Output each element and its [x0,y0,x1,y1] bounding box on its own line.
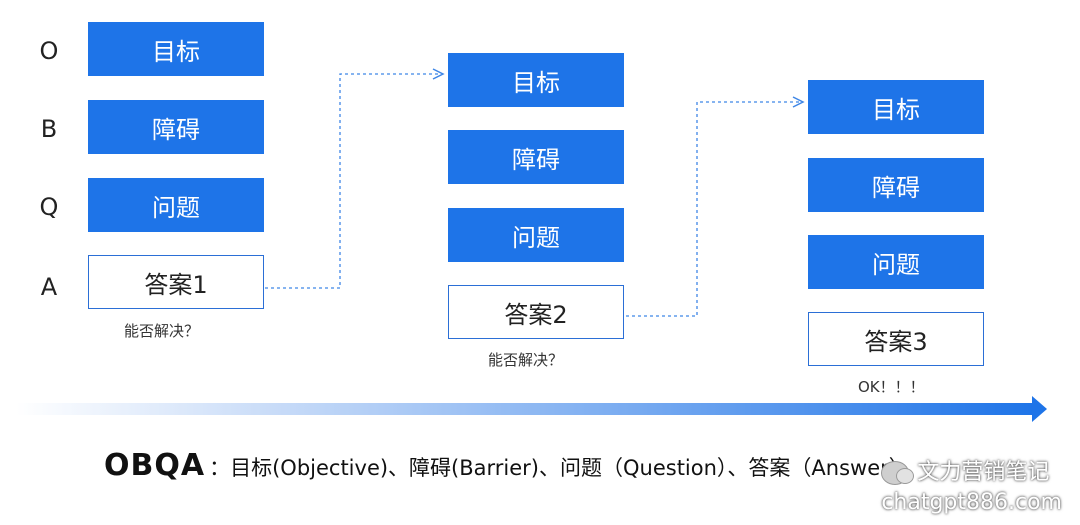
wechat-icon [881,461,915,485]
col3-question-box: 问题 [808,235,984,289]
col3-caption: OK！！！ [858,378,925,396]
timeline-bar [16,403,1034,415]
col1-goal-box: 目标 [88,22,264,76]
col1-caption: 能否解决？ [124,322,200,340]
row-letter-q: Q [39,193,59,221]
footer-caption: OBQA：目标(Objective)、障碍(Barrier)、问题（Questi… [104,448,910,483]
connector-2 [626,101,800,317]
col3-barrier-box: 障碍 [808,158,984,212]
col1-question-box: 问题 [88,178,264,232]
col2-answer-box: 答案2 [448,285,624,339]
timeline-arrowhead [1032,396,1047,422]
col2-question-box: 问题 [448,208,624,262]
col1-answer-box: 答案1 [88,255,264,309]
watermark-line1: 文力营销笔记 [917,460,1050,485]
col2-caption: 能否解决？ [488,351,564,369]
row-letter-o: O [39,37,59,65]
footer-text: ：目标(Objective)、障碍(Barrier)、问题（Question）、… [209,456,910,480]
col1-barrier-box: 障碍 [88,100,264,154]
row-letter-b: B [40,115,58,143]
connector-2-arrowhead [792,96,805,108]
col3-answer-box: 答案3 [808,312,984,366]
col2-barrier-box: 障碍 [448,130,624,184]
watermark-line2: chatgpt886.com [881,490,1062,515]
footer-acronym: OBQA [104,448,206,483]
connector-1-arrowhead [432,68,445,80]
connector-1 [265,73,440,289]
watermark: 文力营销笔记 chatgpt886.com [881,458,1062,518]
col3-goal-box: 目标 [808,80,984,134]
row-letter-a: A [40,273,58,301]
col2-goal-box: 目标 [448,53,624,107]
